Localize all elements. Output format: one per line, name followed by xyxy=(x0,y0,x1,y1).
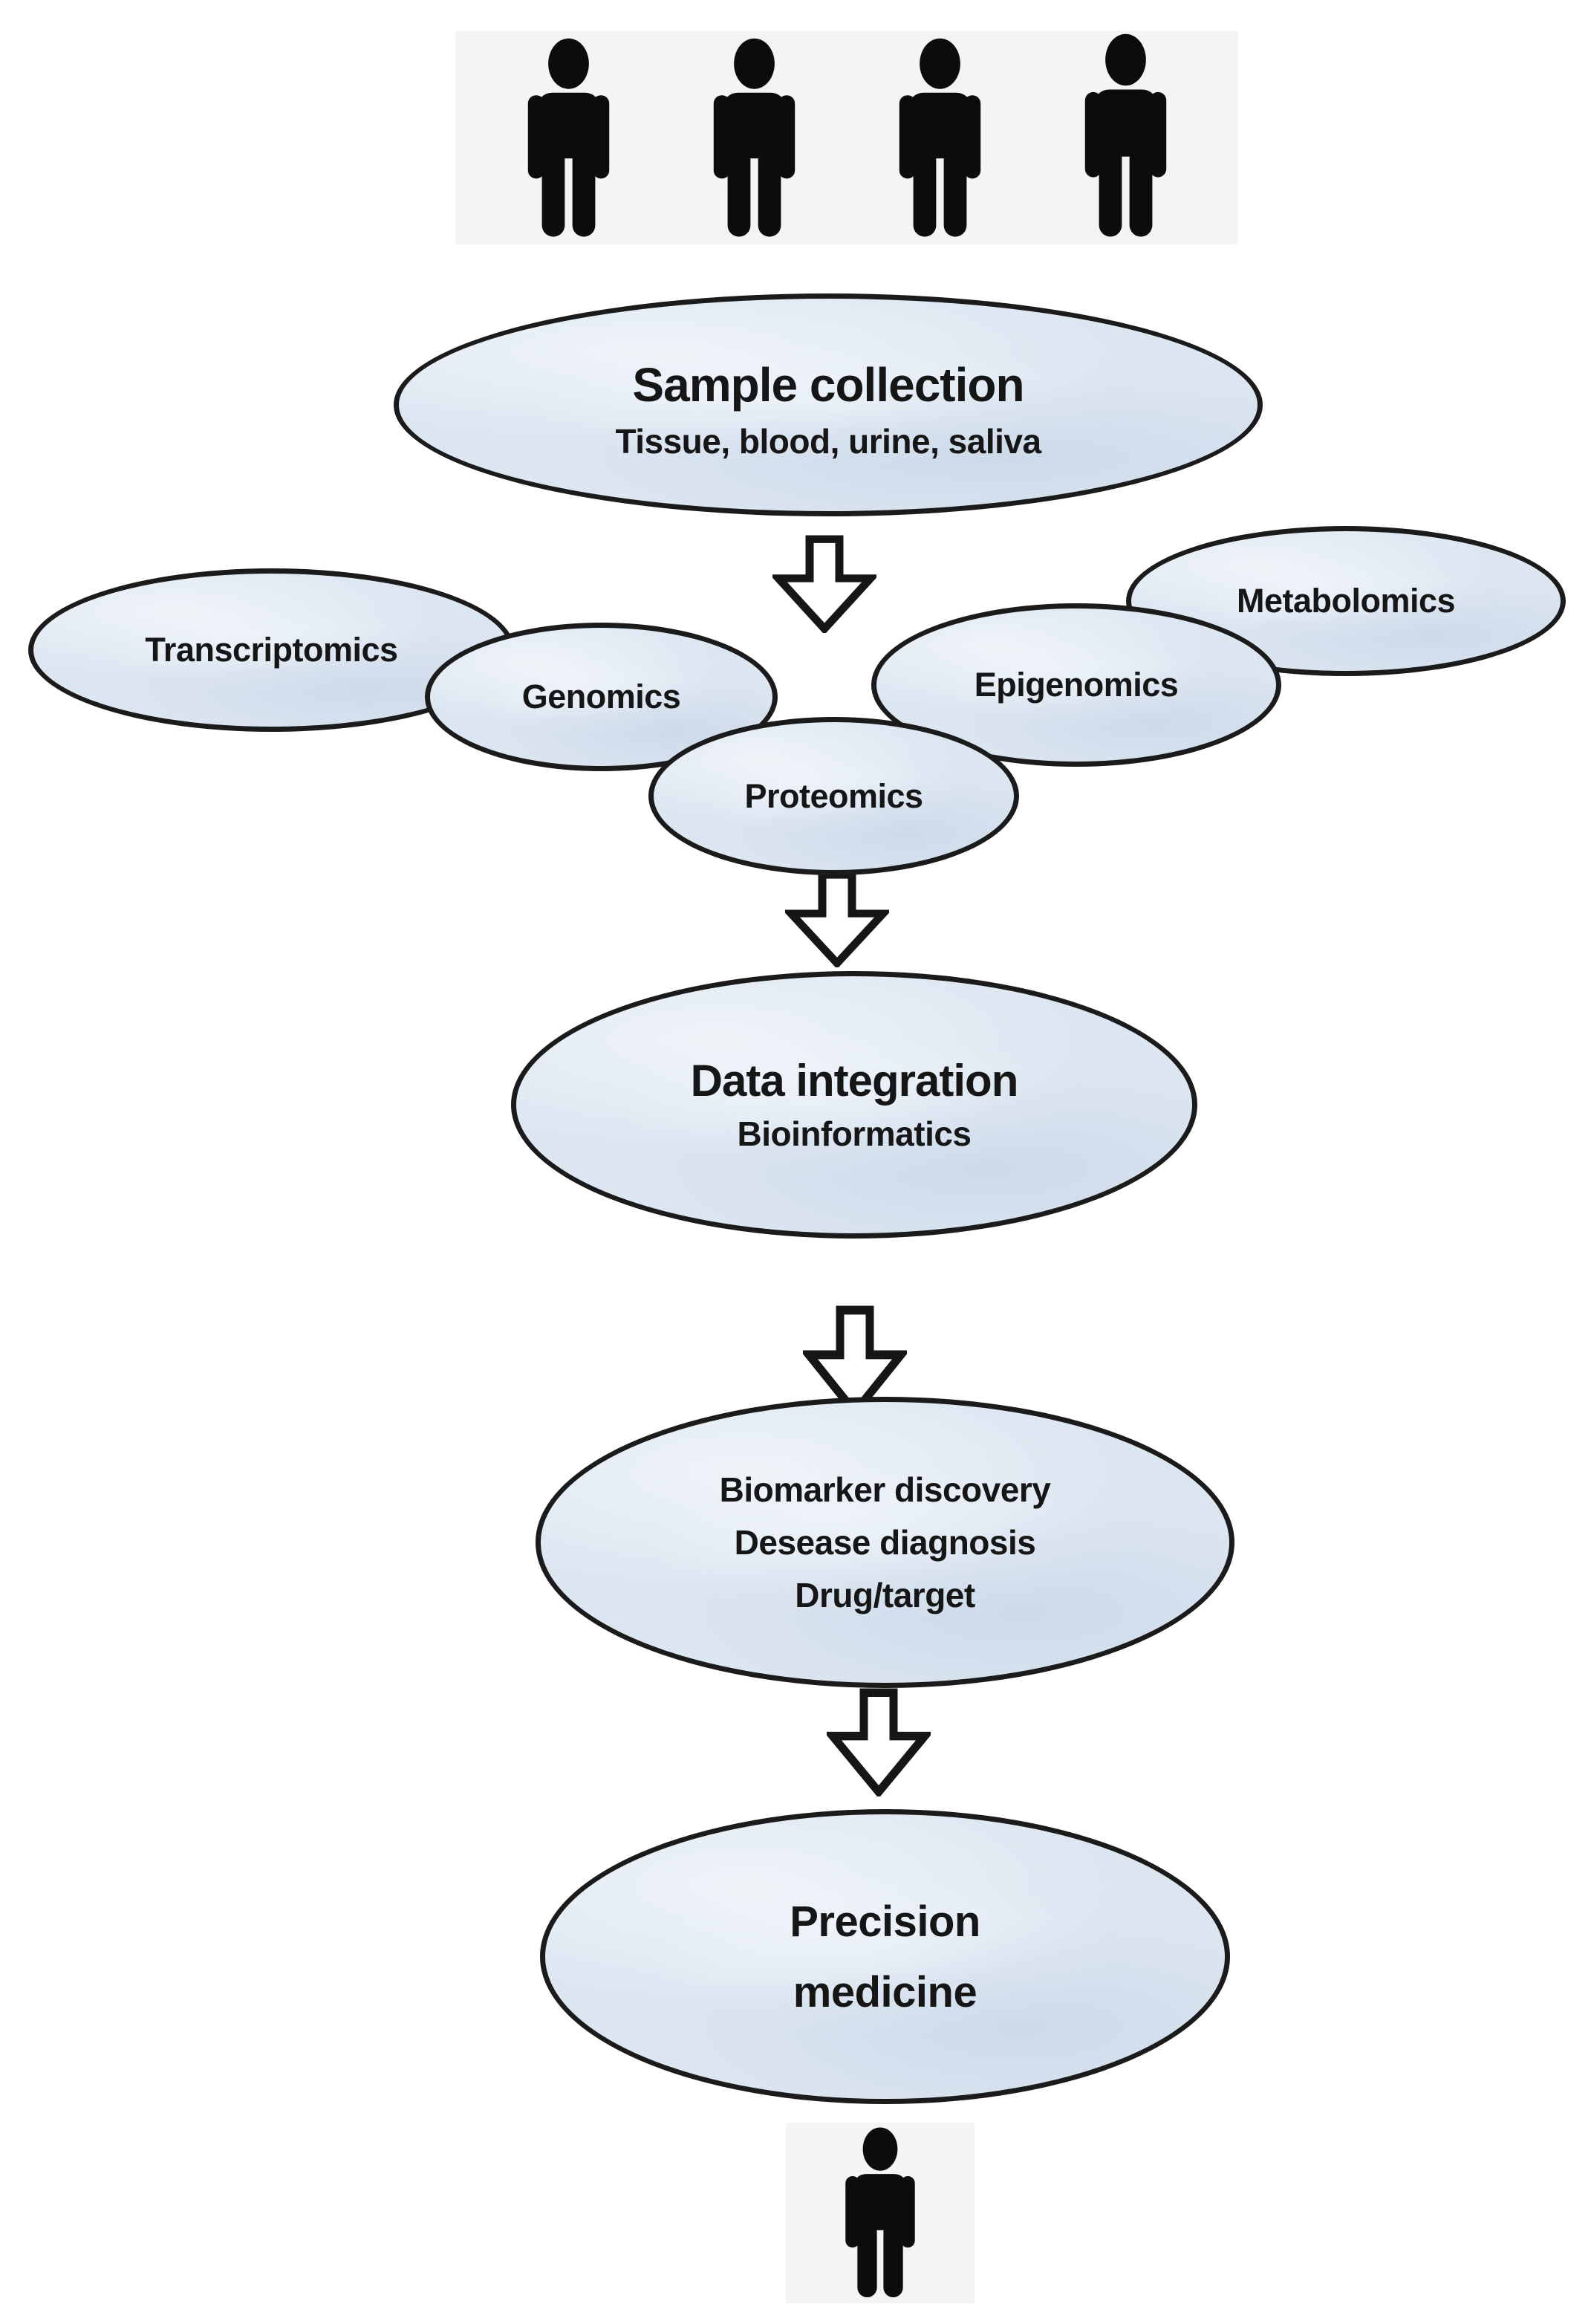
person-icon xyxy=(505,37,632,239)
sample-collection-title: Sample collection xyxy=(632,357,1024,412)
data-integration-title: Data integration xyxy=(690,1055,1019,1106)
outcome-drug-target: Drug/target xyxy=(795,1575,975,1614)
person-icon xyxy=(691,37,818,239)
transcriptomics-label: Transcriptomics xyxy=(145,631,398,669)
person-icon xyxy=(876,37,1003,239)
node-precision-medicine: Precision medicine xyxy=(540,1809,1230,2104)
node-metabolomics: Metabolomics xyxy=(1126,526,1566,676)
node-proteomics: Proteomics xyxy=(648,717,1019,875)
node-outcomes: Biomarker discovery Desease diagnosis Dr… xyxy=(536,1397,1234,1688)
person-icon xyxy=(826,2126,934,2299)
node-transcriptomics: Transcriptomics xyxy=(28,568,515,732)
node-data-integration: Data integration Bioinformatics xyxy=(511,971,1197,1239)
data-integration-subtitle: Bioinformatics xyxy=(737,1114,972,1154)
precision-medicine-line-1: Precision xyxy=(790,1897,980,1946)
down-arrow-icon xyxy=(785,871,889,967)
person-icon xyxy=(1062,33,1189,239)
outcome-disease-diagnosis: Desease diagnosis xyxy=(734,1522,1036,1562)
down-arrow-icon xyxy=(772,535,876,633)
metabolomics-label: Metabolomics xyxy=(1236,582,1456,620)
outcome-biomarker-discovery: Biomarker discovery xyxy=(719,1470,1051,1509)
node-sample-collection: Sample collection Tissue, blood, urine, … xyxy=(394,293,1263,516)
proteomics-label: Proteomics xyxy=(744,776,923,815)
down-arrow-icon xyxy=(827,1688,931,1796)
sample-collection-subtitle: Tissue, blood, urine, saliva xyxy=(615,422,1041,461)
epigenomics-label: Epigenomics xyxy=(974,666,1179,704)
precision-medicine-line-2: medicine xyxy=(793,1967,977,2016)
genomics-label: Genomics xyxy=(521,678,681,715)
